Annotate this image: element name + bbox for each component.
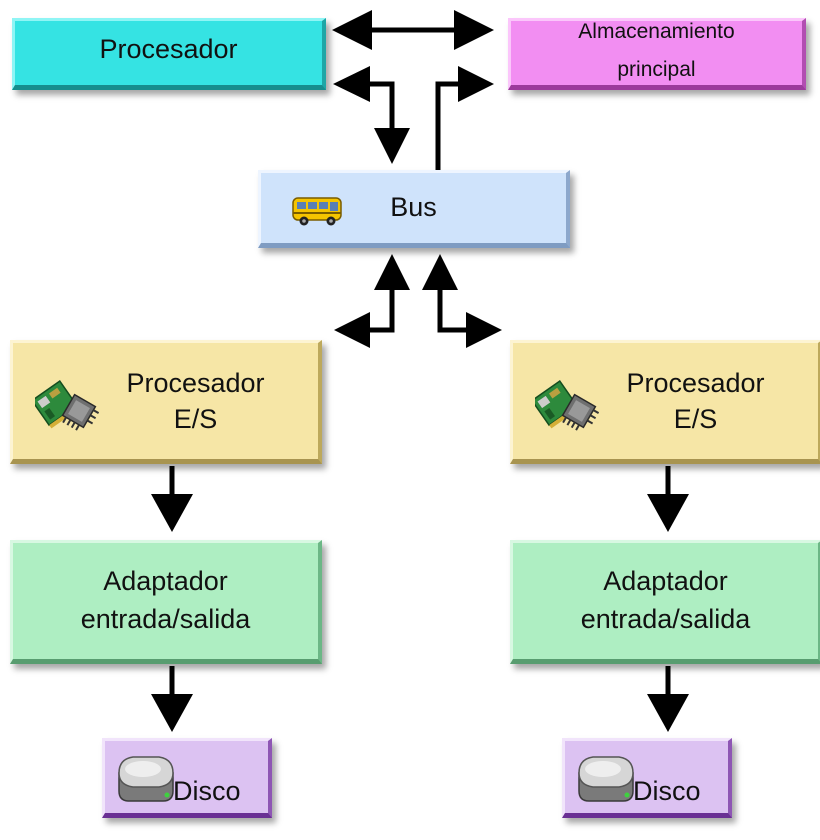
arrow-bus-storage [435,66,494,170]
processor-box: Procesador [12,18,326,90]
bus-label: Bus [390,192,437,223]
io-adapter-label-right-line1: Adaptador [603,566,728,597]
io-processor-box-right: Procesador E/S [510,340,820,464]
arrow-processor-storage [332,10,494,50]
io-adapter-box-left: Adaptador entrada/salida [10,540,322,664]
arrow-ioa-disk-right [647,666,689,732]
bus-icon [292,197,342,226]
io-adapter-label-right-line2: entrada/salida [580,604,751,634]
bus-box: Bus [258,170,570,248]
io-processor-box-left: Procesador E/S [10,340,322,464]
io-processor-label-left-line2: E/S [173,404,218,434]
io-processor-label-left-line1: Procesador [126,367,265,398]
main-storage-label-line2: principal [617,58,696,81]
circuit-board-chip-icon [535,380,599,431]
io-adapter-label-left: Adaptador entrada/salida [81,563,251,639]
arrow-bus-iop-left [334,254,410,348]
main-storage-box: Almacenamiento principal [508,18,806,90]
io-processor-label-right-line1: Procesador [626,367,765,398]
circuit-board-chip-icon [35,380,99,431]
disk-box-right: Disco [562,738,732,818]
io-adapter-box-right: Adaptador entrada/salida [510,540,820,664]
arrow-bus-iop-right [422,254,502,348]
io-processor-label-right: Procesador E/S [626,365,764,438]
main-storage-label: Almacenamiento principal [578,13,734,89]
arrow-iop-ioa-left [151,466,193,532]
io-processor-label-left: Procesador E/S [126,365,264,438]
io-adapter-label-left-line1: Adaptador [103,566,228,597]
disk-label-right: Disco [633,776,701,806]
disk-drive-icon [578,756,634,802]
io-adapter-label-right: Adaptador entrada/salida [581,563,751,639]
io-processor-label-right-line2: E/S [673,404,718,434]
disk-drive-icon [118,756,174,802]
processor-label: Procesador [99,34,238,65]
arrow-ioa-disk-left [151,666,193,732]
disk-box-left: Disco [102,738,272,818]
arrow-processor-bus [333,66,410,164]
arrow-iop-ioa-right [647,466,689,532]
disk-label-left: Disco [173,776,241,806]
main-storage-label-line1: Almacenamiento [578,20,735,44]
io-adapter-label-left-line2: entrada/salida [80,604,251,634]
